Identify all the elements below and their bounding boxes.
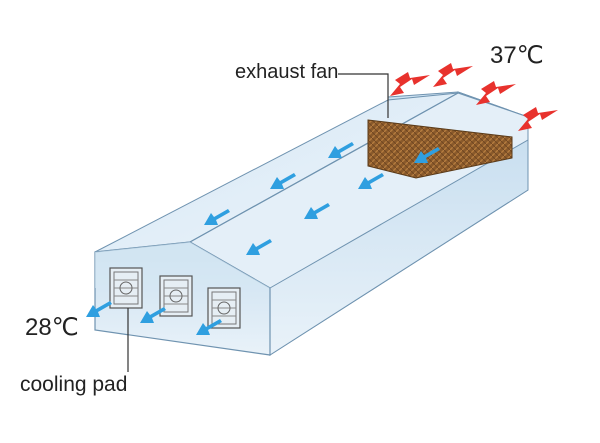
red-arrow-icon	[390, 63, 558, 131]
exhaust-fan-label: exhaust fan	[235, 61, 339, 83]
cooling-pad-label: cooling pad	[20, 373, 128, 396]
fan-1	[109, 267, 143, 309]
temp-inside-label: 28℃	[25, 314, 79, 341]
blue-arrow-icon	[86, 142, 440, 335]
temp-outside-label: 37℃	[490, 42, 544, 69]
exhaust-fan-leader	[338, 73, 389, 118]
leader-lines	[127, 73, 389, 372]
fan-3	[207, 287, 241, 329]
cooling-pad-panel	[367, 119, 513, 179]
exhaust-fan-icon	[109, 267, 241, 329]
